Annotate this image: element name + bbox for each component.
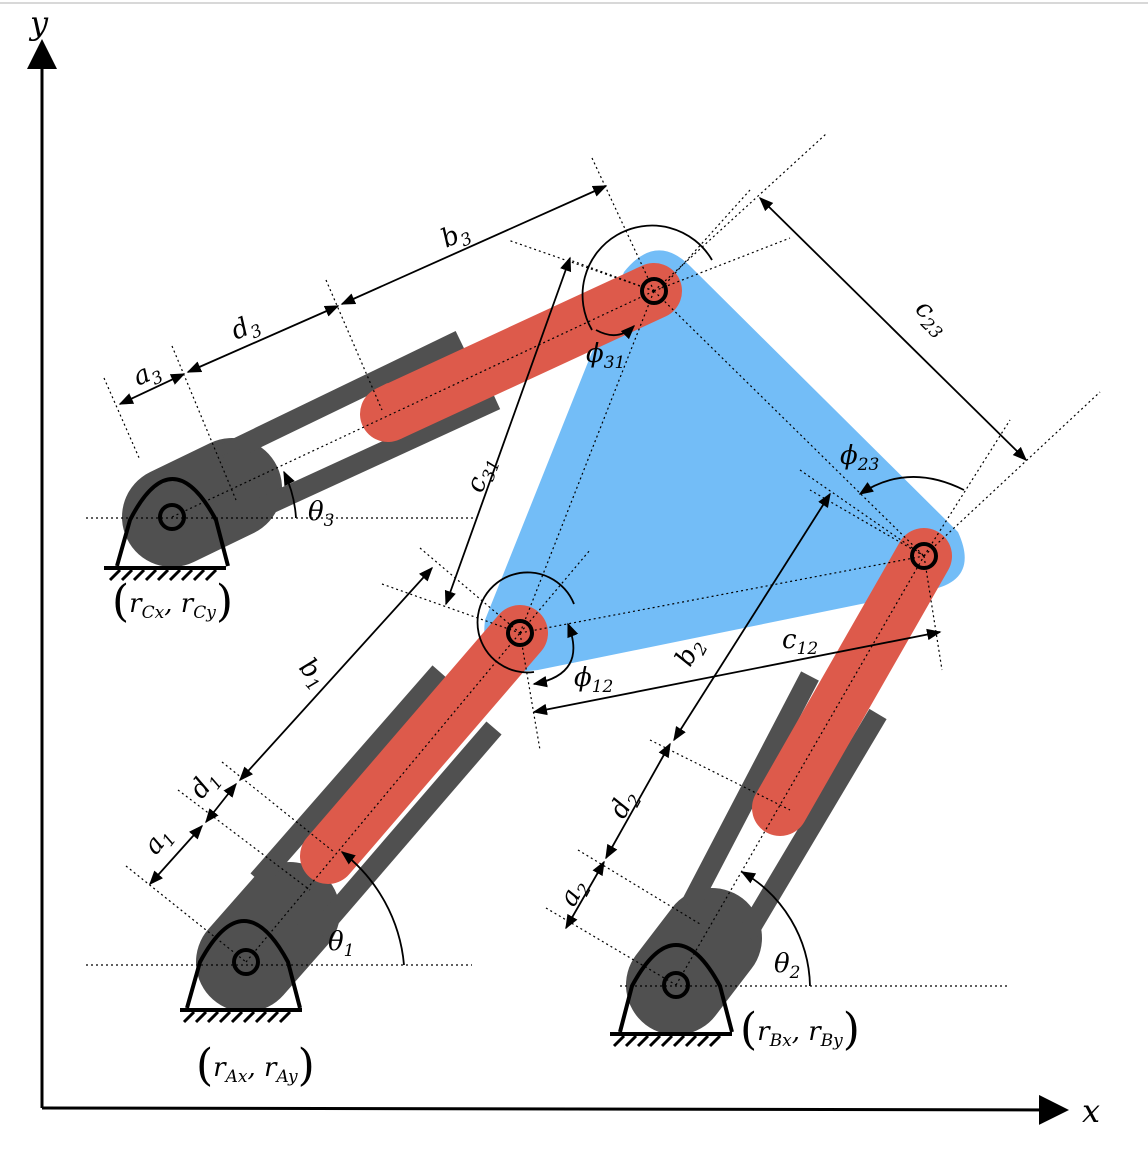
label-phi31: ϕ31 xyxy=(586,339,625,373)
label-d3: d3 xyxy=(227,308,266,350)
joints xyxy=(158,277,938,999)
joint-C-base xyxy=(158,503,186,531)
angle-arcs xyxy=(283,224,965,987)
label-phi12: ϕ12 xyxy=(574,663,613,697)
base-point-labels: (rCx, rCy) (rAx, rAy) (rBx, rBy) xyxy=(112,576,860,1091)
base-point-B: (rBx, rBy) xyxy=(740,1004,860,1055)
label-c12: c12 xyxy=(782,625,818,659)
label-b1: b1 xyxy=(290,653,334,696)
dimension-arrows xyxy=(118,185,1028,930)
moving-platform xyxy=(484,250,965,671)
piston-3-cap xyxy=(375,382,413,440)
label-a3: a3 xyxy=(129,354,167,396)
label-theta2: θ2 xyxy=(774,949,800,983)
label-theta3: θ3 xyxy=(308,497,334,531)
joint-platform-3 xyxy=(640,277,668,305)
joint-B-base xyxy=(662,971,690,999)
label-c23: c23 xyxy=(906,294,956,344)
base-support-A xyxy=(180,919,302,1024)
joint-platform-1 xyxy=(506,619,534,647)
joint-A-base xyxy=(232,948,260,976)
base-support-B xyxy=(610,943,734,1048)
label-theta1: θ1 xyxy=(328,927,354,961)
label-d2: d2 xyxy=(604,785,647,825)
joint-platform-2 xyxy=(910,542,938,570)
base-support-C xyxy=(104,477,230,582)
base-point-A: (rAx, rAy) xyxy=(196,1040,315,1091)
base-point-C: (rCx, rCy) xyxy=(112,576,233,627)
x-axis-label: x xyxy=(1082,1092,1100,1130)
label-phi23: ϕ23 xyxy=(840,441,879,475)
y-axis-label: y xyxy=(28,4,49,42)
coordinate-axes: y x xyxy=(27,4,1100,1130)
label-a2: a2 xyxy=(554,874,596,913)
label-b3: b3 xyxy=(437,216,476,258)
label-d1: d1 xyxy=(184,764,228,807)
